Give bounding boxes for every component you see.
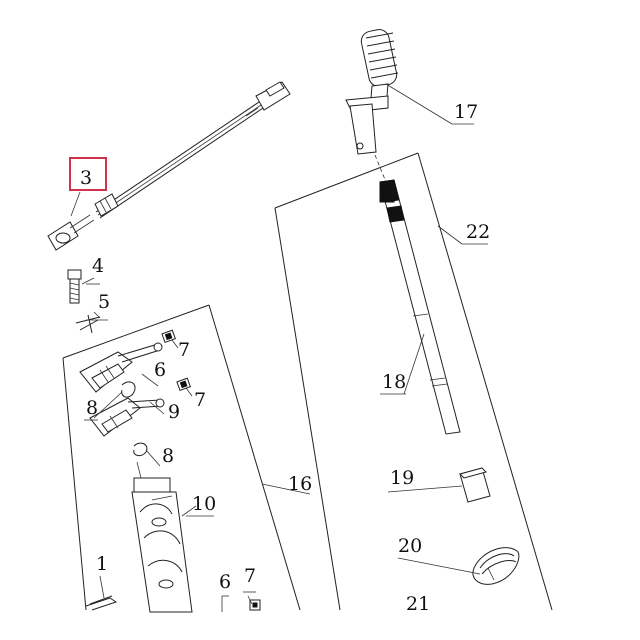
callout-17: 17 — [454, 101, 478, 123]
part-7-nut-c — [249, 599, 261, 611]
callout-7-bottom: 7 — [244, 565, 256, 587]
part-8-clip-lower — [133, 442, 148, 457]
callout-6-bottom: 6 — [219, 571, 231, 593]
callout-1: 1 — [96, 553, 108, 575]
callout-3: 3 — [80, 167, 92, 189]
part-1-spring — [85, 595, 118, 611]
callout-3-highlight-box — [69, 157, 107, 191]
leader-lines — [70, 83, 488, 605]
callout-20: 20 — [398, 535, 422, 557]
alignment-axis — [374, 154, 387, 183]
callout-19: 19 — [390, 467, 414, 489]
part-10-shift-drum — [131, 461, 193, 613]
part-7-nut-b — [176, 377, 191, 392]
part-6-bottom — [221, 595, 229, 612]
part-20-bushing — [472, 547, 520, 585]
callout-6-upper: 6 — [154, 359, 166, 381]
callout-5: 5 — [98, 291, 110, 313]
callout-8-upper: 8 — [86, 397, 98, 419]
part-8-clip-upper — [121, 381, 136, 398]
callout-22: 22 — [466, 221, 490, 243]
part-9-fork-lower — [89, 397, 165, 437]
callout-7-top: 7 — [178, 339, 190, 361]
panel-16-outline — [62, 304, 301, 611]
callout-4: 4 — [92, 255, 104, 277]
part-17-shift-lever — [345, 29, 399, 155]
callout-10: 10 — [192, 493, 216, 515]
callout-21: 21 — [406, 593, 430, 615]
part-7-nut-a — [161, 329, 176, 344]
part-6-fork-upper — [79, 342, 163, 393]
callout-9: 9 — [168, 401, 180, 423]
callout-16: 16 — [288, 473, 312, 495]
callout-7-middle: 7 — [194, 389, 206, 411]
callout-labels: 1 3 4 5 6 6 7 7 7 8 8 9 10 16 17 18 19 2… — [80, 101, 490, 615]
part-4-bolt — [67, 269, 82, 304]
callout-8-lower: 8 — [162, 445, 174, 467]
callout-18: 18 — [382, 371, 406, 393]
part-5-pin — [75, 314, 101, 334]
part-3-cable — [47, 81, 291, 251]
part-18-shift-shaft — [379, 179, 461, 435]
part-19-block — [459, 467, 491, 503]
panel-22-outline — [274, 152, 553, 611]
